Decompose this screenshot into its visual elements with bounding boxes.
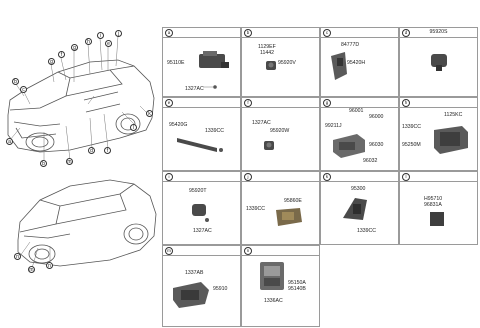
part-label: 1327AC [185, 86, 204, 92]
sensor-part [428, 50, 452, 74]
cell-letter-m: m [165, 247, 173, 255]
part-label: 95300 [351, 186, 366, 192]
sensor-module-part [197, 50, 231, 76]
callout-c: c [20, 86, 27, 93]
cell-k: k 95300 1339CC [320, 171, 399, 245]
callout-a: g [48, 58, 55, 65]
part-label: 1339CC [402, 124, 422, 130]
radar-module-part [274, 206, 304, 228]
part-label: 1336AC [264, 298, 283, 304]
relay-part [428, 210, 448, 230]
cell-b: b 1129EF 11442 95920V [241, 27, 320, 97]
part-label: 95860E [284, 198, 302, 204]
part-label: 1337AB [185, 270, 204, 276]
part-label: 95920W [270, 128, 290, 134]
callout-k: k [146, 110, 153, 117]
part-label: 95150A [288, 280, 306, 286]
battery-module-part [258, 260, 288, 296]
vehicle-outline-drawing [7, 35, 157, 269]
cell-letter-k: k [323, 173, 331, 181]
callout-b: b [12, 78, 19, 85]
sensor-part [189, 200, 213, 224]
part-label: 11442 [260, 50, 275, 56]
callout-m-lower: m [28, 266, 35, 273]
part-label: 96030 [369, 142, 384, 148]
cell-n: n 95150A 95140B 1336AC [241, 245, 320, 327]
callout-i: i [97, 32, 104, 39]
cell-letter-d: d [402, 29, 410, 37]
callout-a-front: a [6, 138, 13, 145]
cell-head-code: 95920S [429, 29, 448, 35]
vehicle-illustration: g f g h i e j b c a b m d f l k n m n [0, 0, 160, 328]
callout-d: d [88, 147, 95, 154]
cell-letter-i: i [165, 173, 173, 181]
control-unit-part [171, 280, 211, 310]
part-label: 95920T [189, 188, 207, 194]
callout-e: e [105, 40, 112, 47]
part-label: 96831A [424, 202, 442, 208]
sensor-part [264, 58, 280, 74]
cell-l: l H95710 96831A [399, 171, 478, 245]
control-unit-part [331, 132, 367, 160]
part-label: 1339CC [205, 128, 225, 134]
cell-letter-a: a [165, 29, 173, 37]
part-label: 95420H [347, 60, 366, 66]
part-label: 1339CC [246, 206, 266, 212]
part-label: 95250M [402, 142, 421, 148]
sensor-part [262, 138, 278, 154]
parts-grid: a 95110E 1327AC b 1129EF 11442 95920V c … [162, 27, 478, 327]
part-label: 96032 [363, 158, 378, 164]
part-label: 96000 [369, 114, 384, 120]
part-label: 1339CC [357, 228, 377, 234]
cell-letter-h: h [402, 99, 410, 107]
callout-n-1: n [14, 253, 21, 260]
cell-letter-n: n [244, 247, 252, 255]
part-label: 84777D [341, 42, 360, 48]
part-label: 95110E [167, 60, 185, 66]
part-label: 1129EF [258, 44, 276, 50]
callout-f: f [58, 51, 65, 58]
part-label: H95710 [424, 196, 443, 202]
cell-d: d 95920S [399, 27, 478, 97]
cell-m: m 1337AB 95910 [162, 245, 241, 327]
cell-h: h 1125KC 1339CC 95250M [399, 97, 478, 171]
cell-i: i 95920T 1327AC [162, 171, 241, 245]
bracket-sensor-part [327, 50, 357, 84]
cell-letter-e: e [165, 99, 173, 107]
strip-sensor-part [175, 132, 227, 154]
cell-letter-f: f [244, 99, 252, 107]
cell-e: e 95420G 1339CC [162, 97, 241, 171]
callout-g: g [71, 44, 78, 51]
part-label: 95140B [288, 286, 306, 292]
callout-h: h [85, 38, 92, 45]
part-label: 95910 [213, 286, 228, 292]
callout-m: m [66, 158, 73, 165]
part-label: 1125KC [444, 112, 463, 118]
part-label: 96001 [349, 108, 364, 114]
callout-n-2: n [46, 262, 53, 269]
part-label: 95920V [278, 60, 296, 66]
callout-f-lower: f [104, 147, 111, 154]
callout-l: l [130, 124, 137, 131]
control-module-part [432, 124, 470, 156]
camera-module-part [339, 194, 373, 226]
cell-j: j 1339CC 95860E [241, 171, 320, 245]
cell-c: c 84777D 95420H [320, 27, 399, 97]
cell-letter-b: b [244, 29, 252, 37]
part-label: 1327AC [252, 120, 271, 126]
part-label: 99211J [325, 123, 342, 129]
cell-letter-c: c [323, 29, 331, 37]
cell-letter-l: l [402, 173, 410, 181]
part-label: 95420G [169, 122, 188, 128]
callout-j: j [115, 30, 122, 37]
part-label: 1327AC [193, 228, 212, 234]
cell-a: a 95110E 1327AC [162, 27, 241, 97]
cell-g: g 96001 96000 99211J 96030 96032 [320, 97, 399, 171]
cell-letter-j: j [244, 173, 252, 181]
cell-letter-g: g [323, 99, 331, 107]
cell-f: f 1327AC 95920W [241, 97, 320, 171]
callout-b-lower: b [40, 160, 47, 167]
